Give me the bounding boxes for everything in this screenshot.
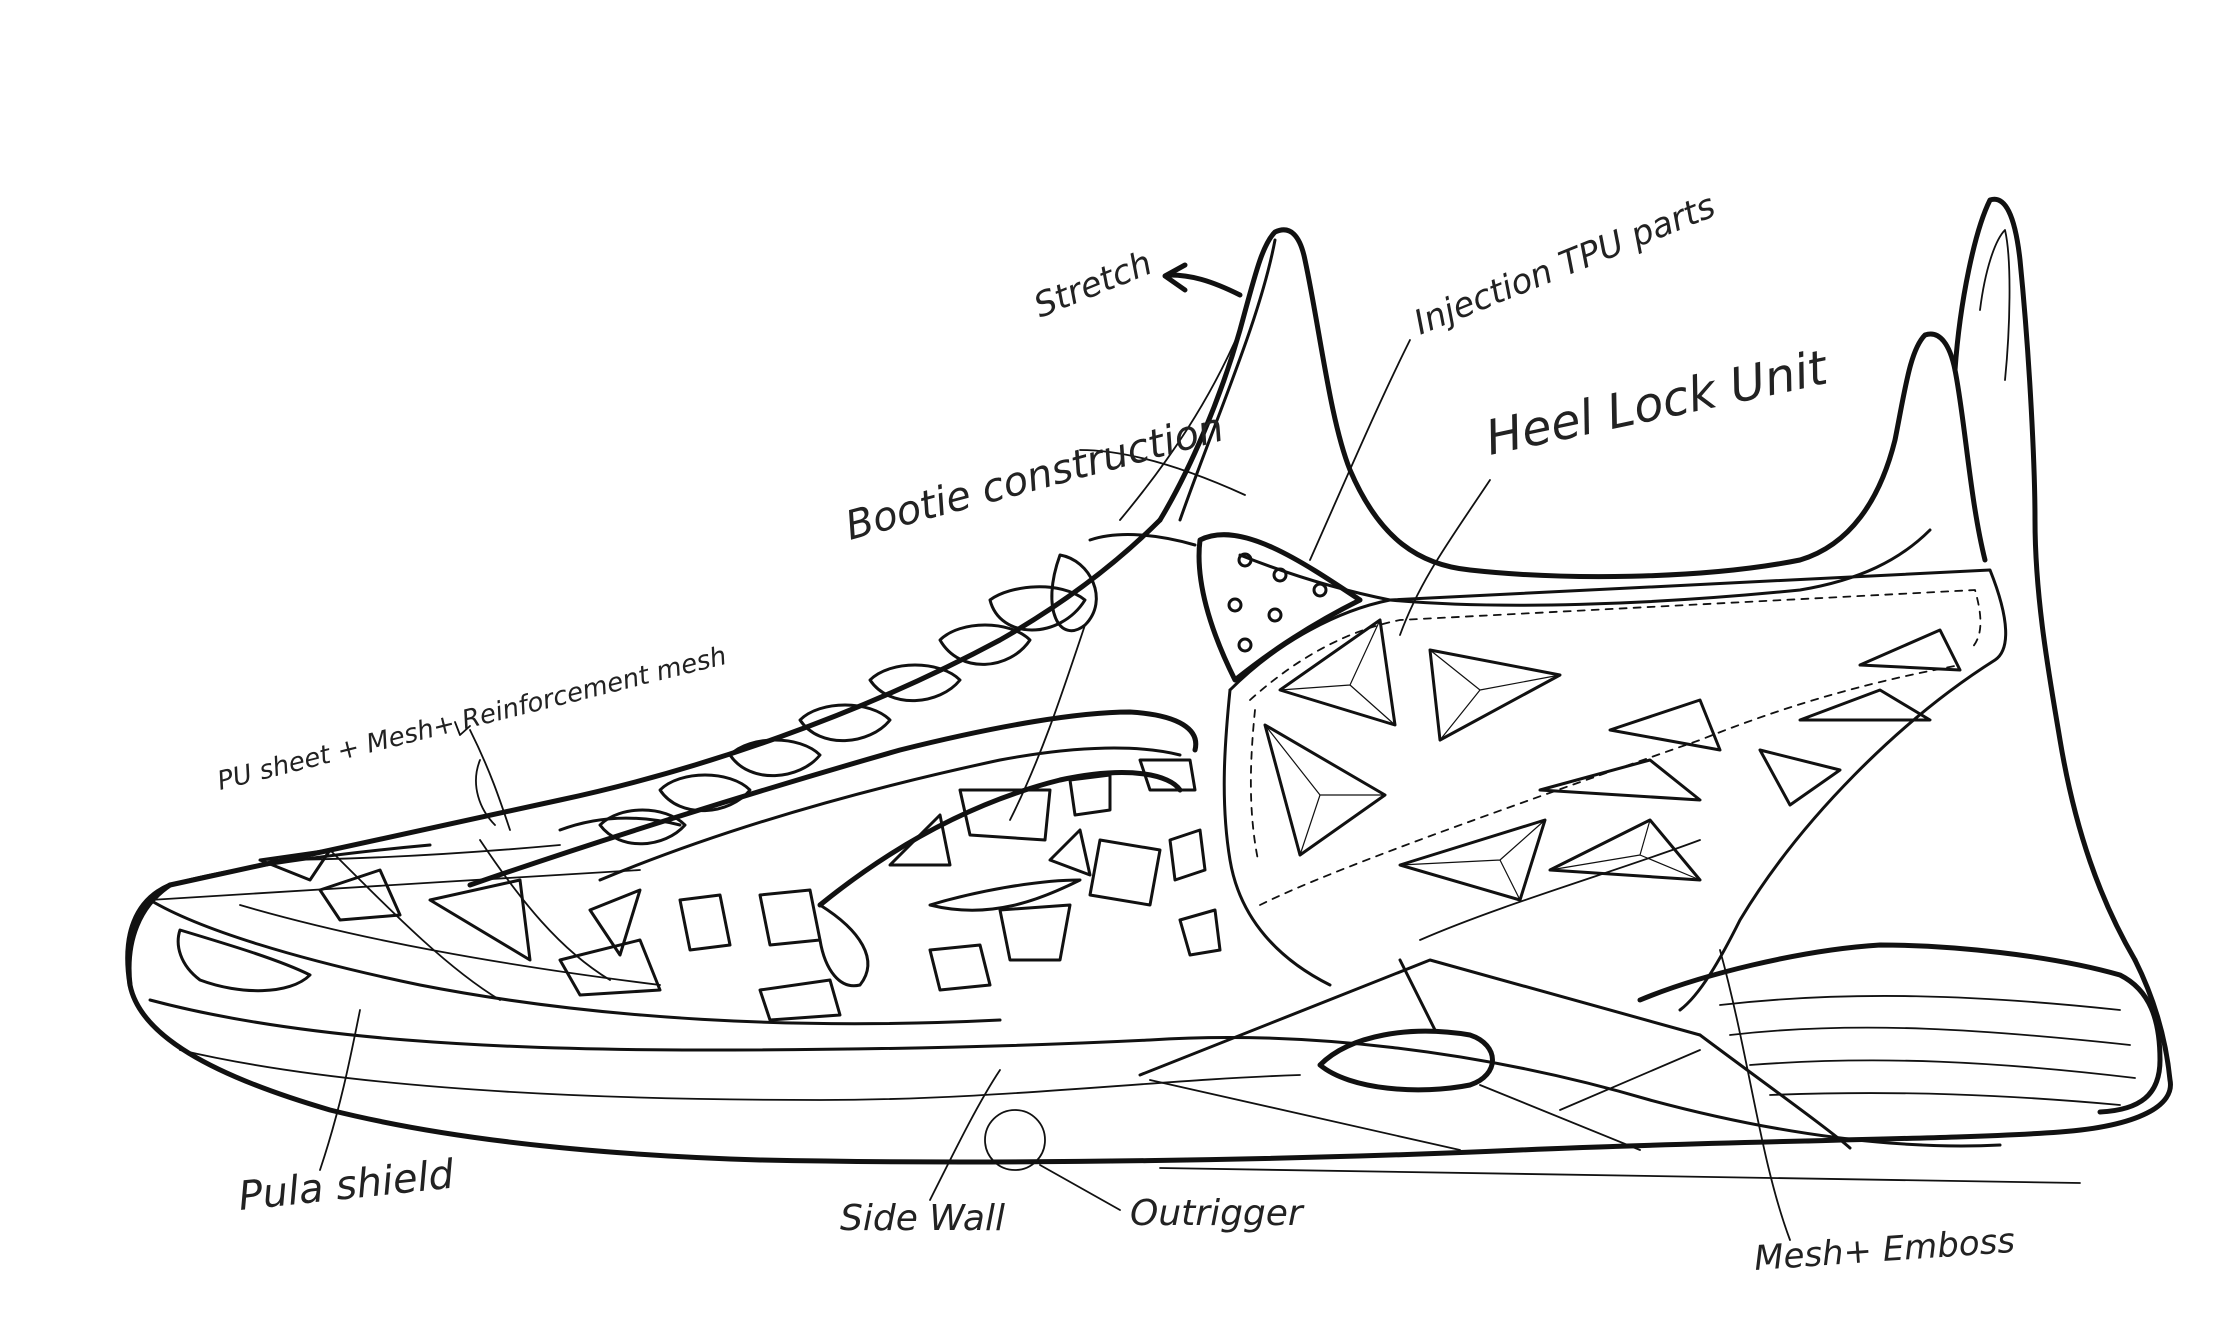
stretch-arrow [1167,272,1243,298]
label-bootie: Bootie construction [841,404,1229,549]
label-heel-lock: Heel Lock Unit [1481,339,1834,466]
callout-leaders [319,262,1791,1241]
annotations: Stretch Injection TPU parts Heel Lock Un… [214,186,2016,1279]
label-pula-shield: Pula shield [236,1152,456,1220]
label-mesh-emboss: Mesh+ Emboss [1753,1221,2016,1279]
upper [126,196,2138,1022]
label-injection-tpu: Injection TPU parts [1408,186,1721,343]
label-side-wall: Side Wall [840,1198,1005,1239]
label-outrigger: Outrigger [1130,1193,1305,1234]
label-stretch: Stretch [1028,243,1157,326]
label-pu-sheet: PU sheet + Mesh+ Reinforcement mesh [214,641,729,797]
midsole [125,843,2173,1184]
